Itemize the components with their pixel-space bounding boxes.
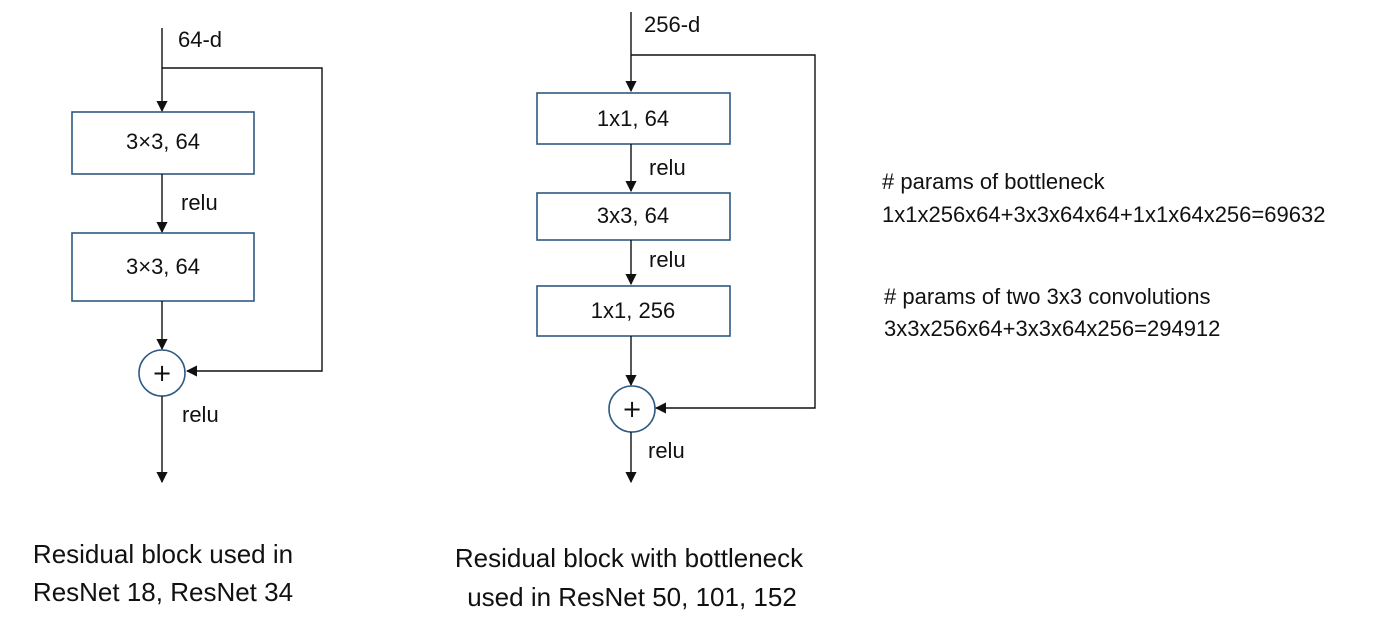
bottleneck-params-formula: 1x1x256x64+3x3x64x64+1x1x64x256=69632 (882, 202, 1325, 227)
right-conv-box-3 (536, 285, 731, 337)
right-add-symbol: + (622, 395, 642, 423)
left-add-symbol: + (152, 359, 172, 387)
right-skip-connection (631, 54, 816, 414)
right-relu-label-3: relu (648, 438, 685, 463)
left-relu-label-1: relu (181, 190, 218, 215)
right-conv-box-1 (536, 92, 731, 145)
right-caption-line-1: Residual block with bottleneck (455, 543, 804, 573)
left-caption-line-2: ResNet 18, ResNet 34 (33, 577, 293, 607)
right-conv-box-2-label: 3x3, 64 (597, 203, 669, 228)
left-relu-label-2: relu (182, 402, 219, 427)
left-conv-box-1 (71, 111, 255, 175)
right-caption-line-2: used in ResNet 50, 101, 152 (467, 582, 797, 612)
right-conv-box-2 (536, 192, 731, 241)
right-input-dimension-label: 256-d (644, 12, 700, 37)
right-relu-label-2: relu (649, 247, 686, 272)
right-relu-label-1: relu (649, 155, 686, 180)
conv-params-formula: 3x3x256x64+3x3x64x256=294912 (884, 316, 1220, 341)
left-residual-block: 64-d 3×3, 64 relu 3×3, 64 + relu Residua… (33, 27, 323, 607)
bottleneck-params-heading: # params of bottleneck (882, 169, 1106, 194)
parameter-notes: # params of bottleneck 1x1x256x64+3x3x64… (882, 169, 1325, 341)
left-conv-box-1-label: 3×3, 64 (126, 129, 200, 154)
left-conv-box-2-label: 3×3, 64 (126, 254, 200, 279)
right-bottleneck-block: 256-d 1x1, 64 relu 3x3, 64 relu 1x1, 256… (455, 12, 816, 612)
left-skip-connection (162, 67, 323, 377)
left-conv-box-2 (71, 232, 255, 302)
left-input-dimension-label: 64-d (178, 27, 222, 52)
right-conv-box-1-label: 1x1, 64 (597, 106, 669, 131)
conv-params-heading: # params of two 3x3 convolutions (884, 284, 1211, 309)
right-conv-box-3-label: 1x1, 256 (591, 298, 675, 323)
left-caption-line-1: Residual block used in (33, 539, 293, 569)
